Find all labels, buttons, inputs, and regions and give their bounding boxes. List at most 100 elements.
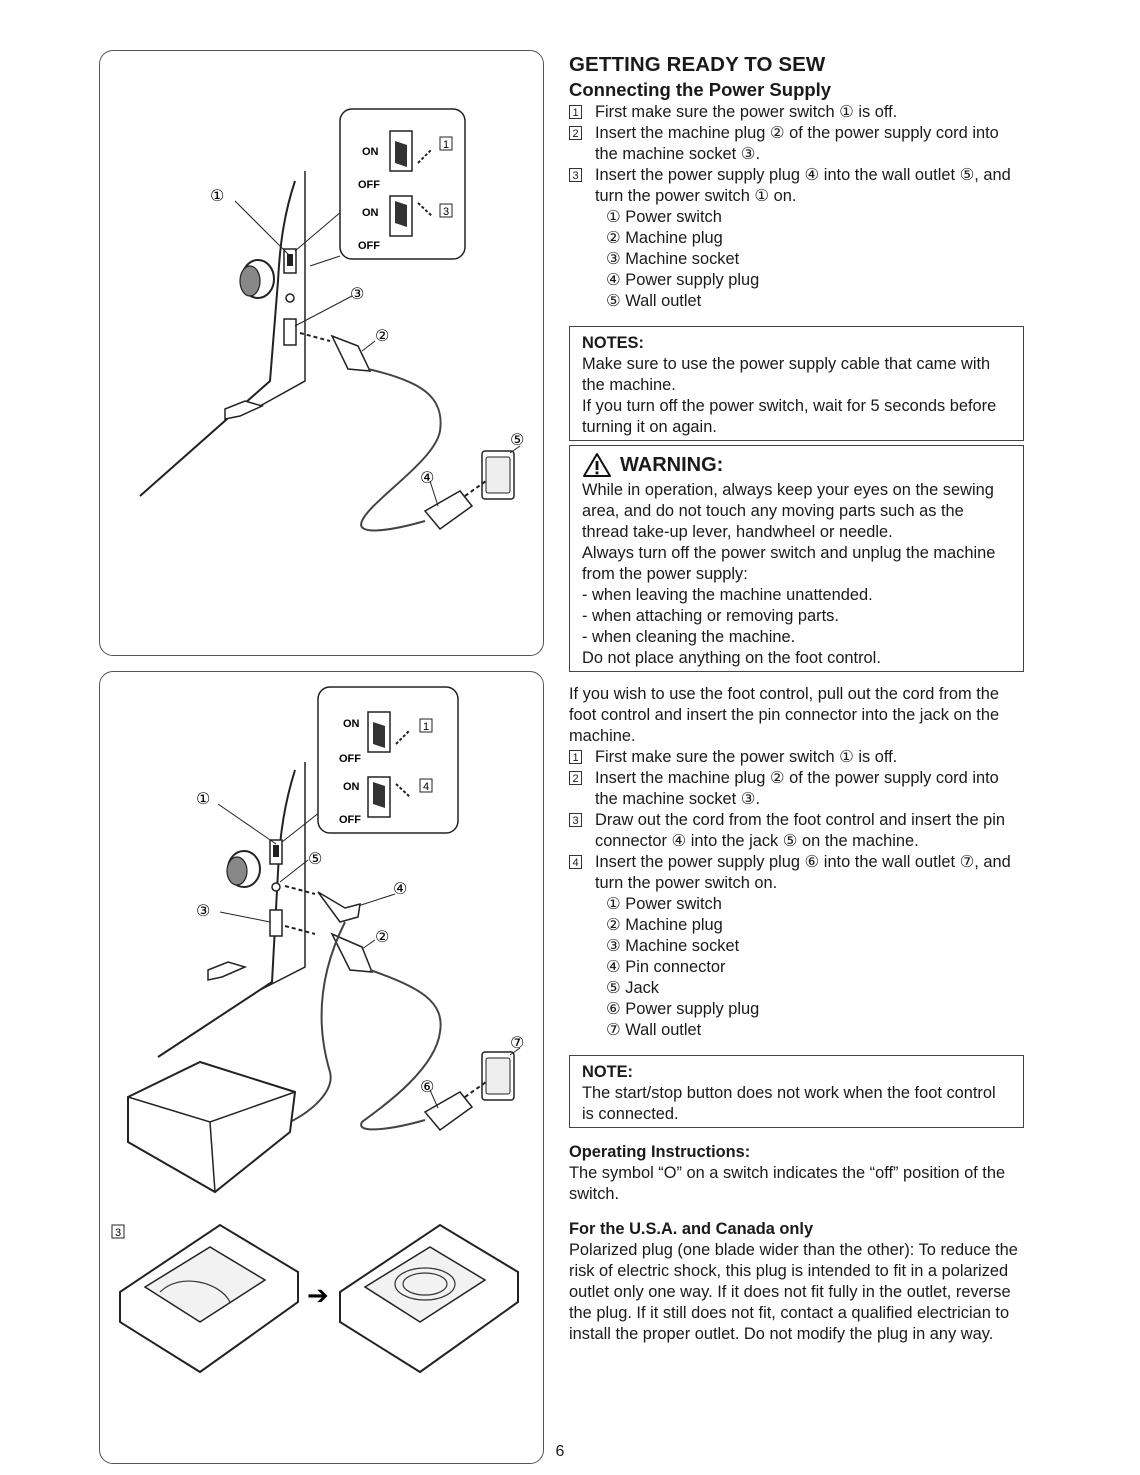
- arrow-icon: [417, 148, 433, 164]
- figure-power-connection: ON OFF ON OFF 1 3 ① ② ③ ④ ⑤: [99, 50, 544, 656]
- warning-triangle-icon: [583, 453, 611, 477]
- switch-off-label: OFF: [358, 240, 380, 252]
- legend-item: ② Machine plug: [606, 229, 723, 247]
- operating-text: The symbol “O” on a switch indicates the…: [569, 1164, 1006, 1203]
- legend-item: ① Power switch: [606, 208, 722, 226]
- note-text: The start/stop button does not work when…: [582, 1084, 996, 1123]
- warning-line: - when attaching or removing parts.: [582, 607, 839, 625]
- callout-machine-socket: ③: [196, 901, 210, 920]
- legend-list-power: ① Power switch ② Machine plug ③ Machine …: [569, 207, 1024, 312]
- notes-line: Make sure to use the power supply cable …: [582, 355, 991, 394]
- legend-list-foot-control: ① Power switch ② Machine plug ③ Machine …: [569, 894, 1024, 1041]
- foot-control-icon: [127, 1060, 297, 1194]
- legend-item: ⑦ Wall outlet: [606, 1021, 702, 1039]
- callout-power-switch: ①: [210, 186, 224, 205]
- warning-line: - when cleaning the machine.: [582, 628, 796, 646]
- step-marker: 1: [443, 139, 449, 151]
- switch-on-label: ON: [362, 207, 379, 219]
- switch-off-label: OFF: [358, 179, 380, 191]
- machine-plug-icon: [330, 334, 372, 372]
- arrow-icon: [417, 202, 433, 217]
- figure-foot-control-connection: ON OFF ON OFF 1 4 ① ② ③ ④ ⑤ ⑥ ⑦ 3 ➔: [99, 671, 544, 1464]
- callout-power-plug: ⑥: [420, 1077, 434, 1096]
- legend-item: ③ Machine socket: [606, 250, 740, 268]
- text-column: GETTING READY TO SEW Connecting the Powe…: [569, 52, 1024, 1345]
- power-supply-plug-icon: [423, 490, 474, 531]
- note-title: NOTE:: [582, 1063, 633, 1081]
- warning-line: Always turn off the power switch and unp…: [582, 544, 996, 583]
- machine-outline: [139, 180, 296, 497]
- callout-machine-plug: ②: [375, 326, 389, 345]
- step-marker: 3: [115, 1227, 121, 1239]
- notes-box: NOTES: Make sure to use the power supply…: [569, 326, 1024, 441]
- arrow-icon: [395, 783, 411, 798]
- coiled-cord-icon: [394, 1267, 456, 1301]
- machine-plug-icon: [330, 932, 374, 973]
- machine-edge: [259, 171, 306, 407]
- arrow-right-icon: ➔: [307, 1281, 329, 1311]
- legend-item: ⑤ Jack: [606, 979, 659, 997]
- section-subheading: Connecting the Power Supply: [569, 79, 832, 100]
- warning-line: - when leaving the machine unattended.: [582, 586, 873, 604]
- page-number: 6: [555, 1443, 565, 1460]
- legend-item: ⑥ Power supply plug: [606, 1000, 760, 1018]
- power-cord: [360, 368, 442, 532]
- notes-line: If you turn off the power switch, wait f…: [582, 397, 997, 436]
- callout-power-switch: ①: [196, 789, 210, 808]
- machine-socket-icon: [269, 909, 283, 937]
- note-box: NOTE: The start/stop button does not wor…: [569, 1055, 1024, 1128]
- switch-off-label: OFF: [339, 814, 361, 826]
- foot-control-cord: [289, 921, 346, 1123]
- callout-machine-socket: ③: [350, 284, 364, 303]
- step-marker: 4: [423, 781, 429, 793]
- jack-icon: [271, 882, 281, 892]
- power-connection-illustration: ON OFF ON OFF 1 3 ① ② ③ ④ ⑤: [139, 108, 524, 532]
- legend-item: ③ Machine socket: [606, 937, 740, 955]
- switch-on-label: ON: [343, 718, 360, 730]
- notes-title: NOTES:: [582, 334, 644, 352]
- usa-canada-section: For the U.S.A. and Canada only Polarized…: [569, 1219, 1024, 1345]
- operating-title: Operating Instructions:: [569, 1143, 751, 1161]
- switch-on-label: ON: [362, 146, 379, 158]
- jack-icon: [285, 293, 295, 303]
- callout-jack: ⑤: [308, 849, 322, 868]
- callout-wall-outlet: ⑤: [510, 430, 524, 449]
- legend-item: ① Power switch: [606, 895, 722, 913]
- foot-control-illustration: ON OFF ON OFF 1 4 ① ② ③ ④ ⑤ ⑥ ⑦ 3 ➔: [111, 686, 524, 1374]
- step-marker: 1: [423, 721, 429, 733]
- callout-machine-plug: ②: [375, 927, 389, 946]
- warning-line: Do not place anything on the foot contro…: [582, 649, 881, 667]
- switch-on-label: ON: [343, 781, 360, 793]
- step-marker: 3: [443, 206, 449, 218]
- arrow-icon: [395, 729, 411, 745]
- power-supply-plug-icon: [423, 1091, 474, 1132]
- warning-box: WARNING: While in operation, always keep…: [569, 445, 1024, 672]
- page-heading: GETTING READY TO SEW: [569, 53, 826, 76]
- usa-title: For the U.S.A. and Canada only: [569, 1220, 814, 1238]
- operating-instructions: Operating Instructions: The symbol “O” o…: [569, 1142, 1024, 1205]
- machine-outline: [157, 769, 296, 1058]
- switch-inset-box: [339, 108, 466, 260]
- machine-socket-icon: [283, 318, 297, 346]
- pin-connector-icon: [317, 891, 361, 923]
- foot-control-intro: If you wish to use the foot control, pul…: [569, 685, 1000, 745]
- warning-title: WARNING:: [620, 454, 724, 476]
- callout-wall-outlet: ⑦: [510, 1033, 524, 1052]
- warning-line: While in operation, always keep your eye…: [582, 481, 994, 541]
- machine-edge: [259, 762, 306, 991]
- legend-item: ④ Power supply plug: [606, 271, 760, 289]
- legend-item: ④ Pin connector: [606, 958, 726, 976]
- switch-off-label: OFF: [339, 753, 361, 765]
- callout-power-plug: ④: [420, 468, 434, 487]
- legend-item: ② Machine plug: [606, 916, 723, 934]
- power-cord: [360, 969, 442, 1131]
